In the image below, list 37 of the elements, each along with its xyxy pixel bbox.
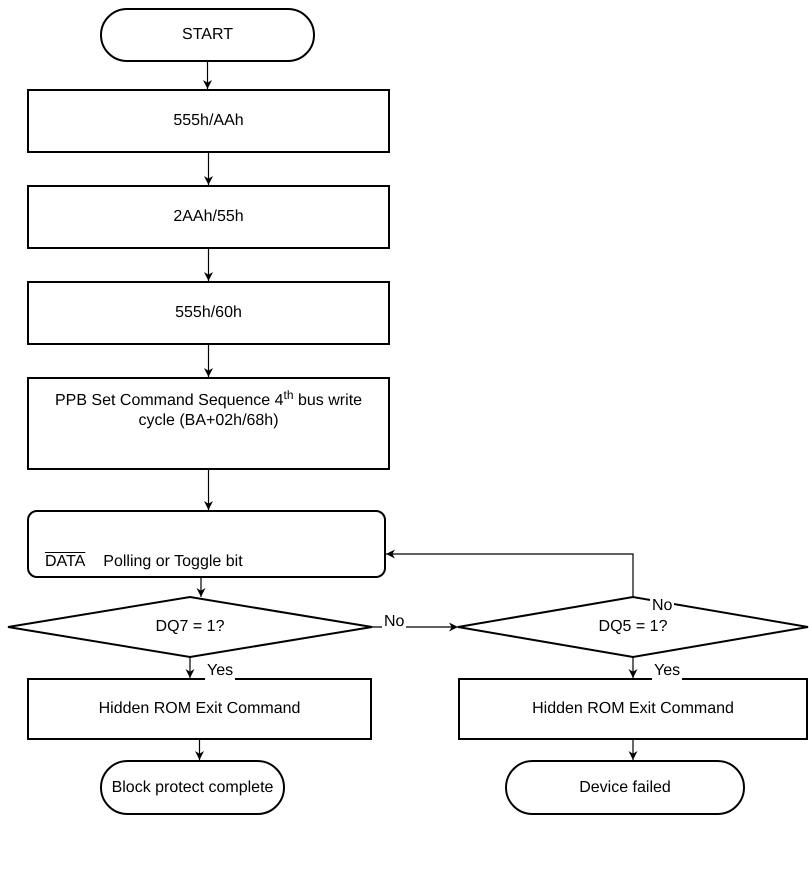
node-text: 555h/60h bbox=[175, 303, 242, 323]
process-box bbox=[27, 377, 390, 470]
arrow bbox=[204, 470, 213, 510]
arrow bbox=[186, 657, 194, 678]
edge-label: Yes bbox=[205, 662, 236, 680]
node-text: Polling or Toggle bit bbox=[103, 552, 243, 572]
process-box bbox=[458, 678, 808, 740]
arrow bbox=[195, 740, 204, 760]
node-text: 2AAh/55h bbox=[173, 207, 244, 227]
edge-label: No bbox=[382, 613, 406, 631]
arrow bbox=[204, 153, 213, 185]
node-text: START bbox=[182, 25, 233, 45]
node-text: Device failed bbox=[579, 778, 671, 798]
arrow bbox=[628, 740, 638, 760]
arrow bbox=[204, 345, 213, 377]
arrow bbox=[196, 578, 206, 597]
edge-label: Yes bbox=[652, 662, 682, 680]
node-text: Block protect complete bbox=[112, 778, 274, 798]
node-text: Hidden ROM Exit Command bbox=[98, 699, 300, 719]
decision-diamond bbox=[7, 596, 373, 658]
arrow bbox=[628, 657, 638, 678]
node-text: Hidden ROM Exit Command bbox=[532, 699, 734, 719]
start-terminal bbox=[100, 8, 315, 62]
node-text: DQ7 = 1? bbox=[156, 617, 224, 637]
arrow bbox=[386, 550, 634, 597]
process-box bbox=[27, 678, 372, 740]
process-box bbox=[27, 89, 390, 153]
decision-diamond bbox=[457, 596, 809, 658]
process-box bbox=[27, 281, 390, 345]
process-box bbox=[27, 185, 390, 249]
signal-name: DATA bbox=[45, 552, 86, 572]
node-text: PPB Set Command Sequence 4$^{th}$ bus write cycle (BA+02h/68h) bbox=[54, 391, 364, 431]
process-box bbox=[27, 510, 386, 578]
node-text: DQ5 = 1? bbox=[598, 617, 668, 637]
arrow bbox=[204, 249, 213, 281]
node-text: 555h/AAh bbox=[173, 111, 244, 131]
arrow bbox=[203, 62, 212, 89]
